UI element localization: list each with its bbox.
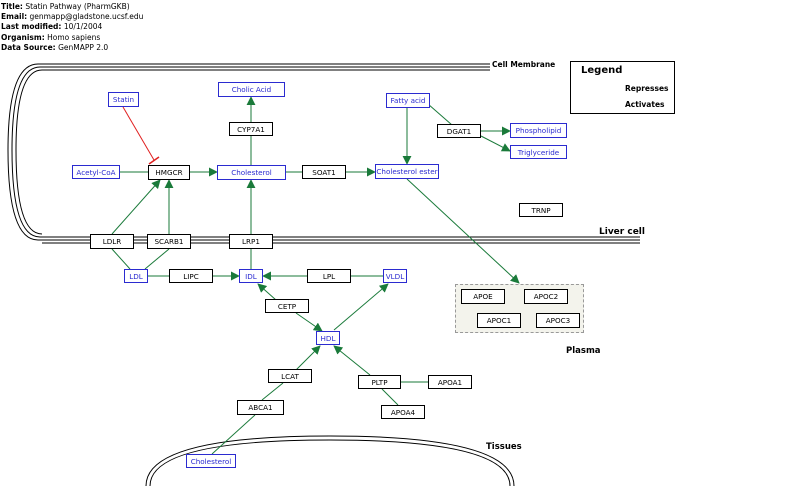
node-vldl[interactable]: VLDL — [383, 269, 407, 283]
legend-box: Legend Represses Activates — [570, 61, 675, 114]
node-cholic-acid[interactable]: Cholic Acid — [218, 82, 285, 97]
node-lipc[interactable]: LIPC — [169, 269, 213, 283]
edge-fattyacid-dgat1 — [427, 103, 453, 126]
edge-abca1-lcat — [261, 382, 284, 401]
node-lrp1[interactable]: LRP1 — [229, 234, 273, 249]
data-source-value: GenMAPP 2.0 — [58, 42, 109, 52]
node-cyp7a1[interactable]: CYP7A1 — [229, 122, 273, 136]
node-trnp[interactable]: TRNP — [519, 203, 563, 217]
edge-hdl-vldl — [333, 283, 389, 331]
email-value: genmapp@gladstone.ucsf.edu — [29, 12, 144, 22]
node-statin[interactable]: Statin — [108, 92, 139, 107]
last-modified-label: Last modified: — [1, 22, 62, 32]
node-ldlr[interactable]: LDLR — [90, 234, 134, 249]
node-apoc1[interactable]: APOC1 — [477, 313, 521, 328]
organism-value: Homo sapiens — [47, 32, 101, 42]
node-hmgcr[interactable]: HMGCR — [148, 165, 190, 180]
node-cholesterol-liver[interactable]: Cholesterol — [217, 165, 286, 180]
edge-cetp-hdl — [295, 312, 323, 332]
node-apoc3[interactable]: APOC3 — [536, 313, 580, 328]
node-triglyceride[interactable]: Triglyceride — [510, 145, 567, 159]
edge-tissue-cholesterol-abca1 — [211, 414, 256, 455]
node-phospholipid[interactable]: Phospholipid — [510, 123, 567, 138]
node-pltp[interactable]: PLTP — [358, 375, 401, 389]
edge-scarb1-ldl — [144, 248, 170, 270]
edge-lcat-hdl — [295, 345, 321, 371]
edge-dgat1-triglyceride — [480, 135, 511, 152]
edge-pltp-hdl — [333, 345, 371, 376]
node-hdl[interactable]: HDL — [316, 331, 340, 345]
node-idl[interactable]: IDL — [239, 269, 263, 283]
statin-represses-hmgcr — [122, 106, 160, 165]
pathway-info-header: Title: Statin Pathway (PharmGKB) Email: … — [1, 2, 143, 53]
edge-apoa4-pltp — [381, 388, 399, 406]
node-dgat1[interactable]: DGAT1 — [437, 124, 481, 138]
legend-title: Legend — [581, 65, 623, 76]
tissues-label: Tissues — [486, 442, 522, 452]
node-apoa4[interactable]: APOA4 — [381, 405, 425, 419]
edge-ldlr-hmgcr — [111, 179, 161, 235]
node-scarb1[interactable]: SCARB1 — [147, 234, 191, 249]
node-abca1[interactable]: ABCA1 — [237, 400, 284, 415]
node-cetp[interactable]: CETP — [265, 299, 309, 313]
node-cholesterol-tissue[interactable]: Cholesterol — [186, 454, 236, 468]
tissue-boundary-shape — [145, 435, 515, 486]
cell-membrane-shape — [7, 63, 640, 244]
edge-ldlr-ldl — [111, 248, 131, 270]
node-lcat[interactable]: LCAT — [268, 369, 312, 383]
node-apoa1[interactable]: APOA1 — [428, 375, 472, 389]
organism-label: Organism: — [1, 32, 45, 42]
last-modified-value: 10/1/2004 — [63, 22, 103, 32]
node-acetyl-coa[interactable]: Acetyl-CoA — [72, 165, 120, 179]
legend-represses-label: Represses — [625, 84, 669, 93]
data-source-label: Data Source: — [1, 42, 56, 52]
node-lpl[interactable]: LPL — [307, 269, 351, 283]
title-label: Title: — [1, 2, 23, 11]
edge-cholesterol-ester-plasma — [406, 178, 520, 284]
plasma-label: Plasma — [566, 346, 601, 356]
node-cholesterol-ester[interactable]: Cholesterol ester — [375, 164, 439, 179]
title-value: Statin Pathway (PharmGKB) — [25, 2, 130, 11]
edge-cetp-idl — [257, 283, 277, 301]
node-fatty-acid[interactable]: Fatty acid — [386, 93, 430, 108]
node-apoe[interactable]: APOE — [461, 289, 505, 304]
liver-cell-label: Liver cell — [599, 227, 645, 237]
email-label: Email: — [1, 12, 28, 22]
node-soat1[interactable]: SOAT1 — [302, 165, 346, 179]
legend-activates-label: Activates — [625, 100, 665, 109]
node-ldl[interactable]: LDL — [124, 269, 148, 283]
cell-membrane-label: Cell Membrane — [492, 60, 556, 69]
node-apoc2[interactable]: APOC2 — [524, 289, 568, 304]
